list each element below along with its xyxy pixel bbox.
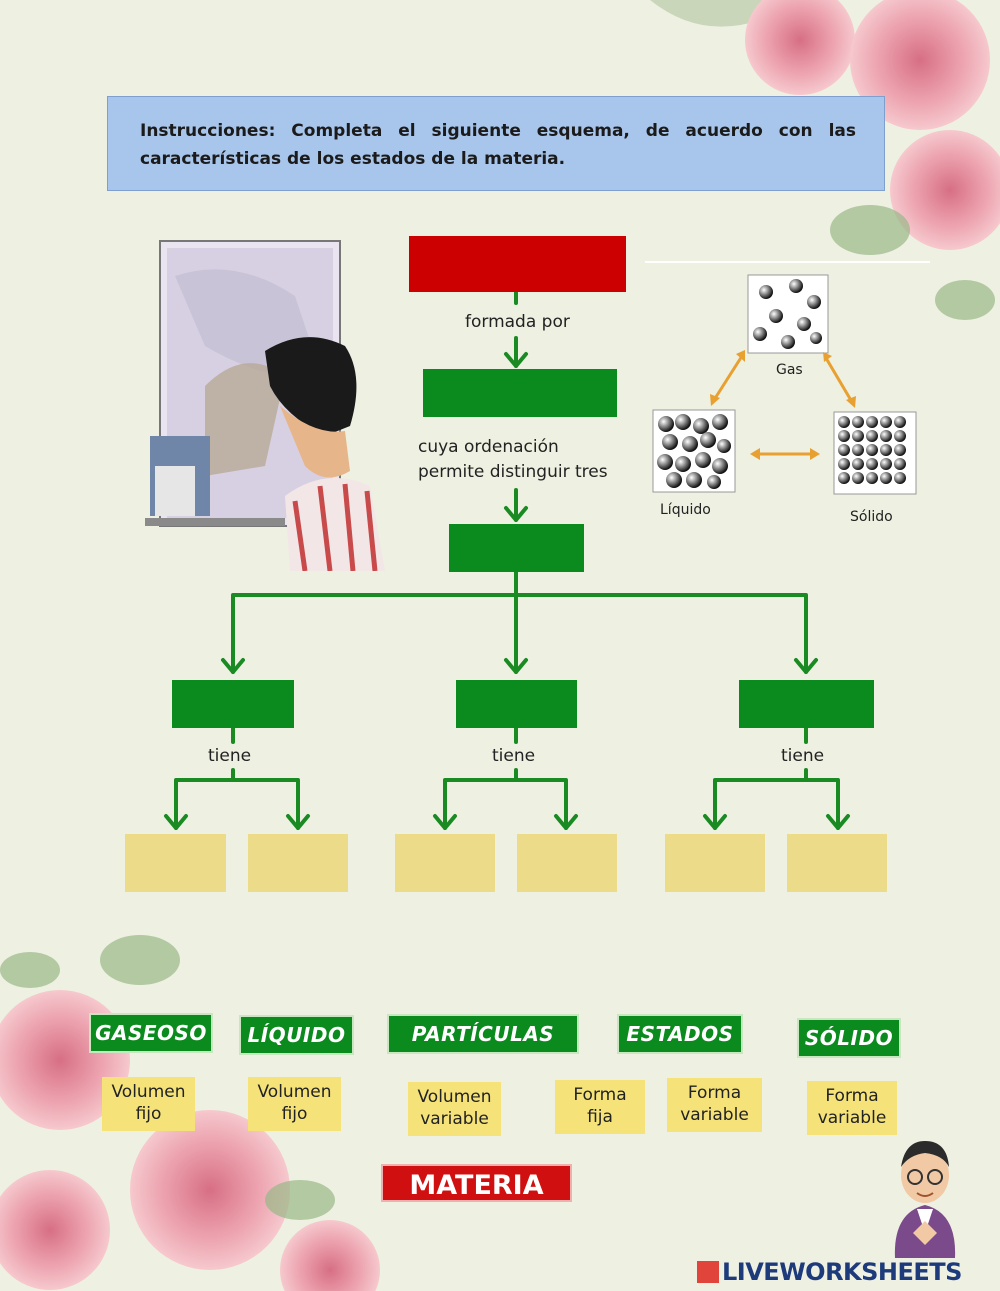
- blank-box-state-3[interactable]: [739, 680, 874, 728]
- connector-formada-por: formada por: [465, 312, 570, 332]
- word-card-materia[interactable]: MATERIA: [381, 1164, 572, 1202]
- word-card-liquido[interactable]: LÍQUIDO: [239, 1015, 354, 1055]
- label-solido: Sólido: [850, 509, 893, 525]
- blank-property-3b[interactable]: [787, 834, 887, 892]
- blank-property-1a[interactable]: [125, 834, 226, 892]
- logo-text: LIVEWORKSHEETS: [722, 1258, 962, 1286]
- word-card-estados[interactable]: ESTADOS: [617, 1014, 743, 1054]
- blank-property-2b[interactable]: [517, 834, 617, 892]
- blank-box-state-1[interactable]: [172, 680, 294, 728]
- connector-tiene-1: tiene: [208, 746, 252, 766]
- blank-box-level-3[interactable]: [449, 524, 584, 572]
- label-gas: Gas: [776, 362, 803, 378]
- label-liquido: Líquido: [660, 502, 711, 518]
- boy-mirror-illustration: [145, 240, 385, 571]
- instructions-text: Instrucciones: Completa el siguiente esq…: [140, 121, 856, 169]
- states-of-matter-figure: [652, 274, 917, 495]
- blank-box-top[interactable]: [409, 236, 626, 292]
- blank-box-state-2[interactable]: [456, 680, 577, 728]
- connector-permite-distinguir: permite distinguir tres: [418, 462, 608, 482]
- flow-connectors: [164, 261, 930, 830]
- blank-box-level-2[interactable]: [423, 369, 617, 417]
- connector-tiene-3: tiene: [781, 746, 825, 766]
- blank-property-3a[interactable]: [665, 834, 765, 892]
- teacher-avatar: [894, 1141, 956, 1258]
- word-card-solido[interactable]: SÓLIDO: [797, 1018, 901, 1058]
- blank-property-2a[interactable]: [395, 834, 495, 892]
- liveworksheets-logo: LIVEWORKSHEETS: [697, 1258, 997, 1286]
- word-card-gaseoso[interactable]: GASEOSO: [89, 1013, 213, 1053]
- connector-cuya-ordenacion: cuya ordenación: [418, 437, 559, 457]
- liveworksheets-icon: [697, 1261, 719, 1283]
- word-card-particulas[interactable]: PARTÍCULAS: [387, 1014, 579, 1054]
- instructions-box: Instrucciones: Completa el siguiente esq…: [107, 96, 885, 191]
- connector-tiene-2: tiene: [492, 746, 536, 766]
- blank-property-1b[interactable]: [248, 834, 348, 892]
